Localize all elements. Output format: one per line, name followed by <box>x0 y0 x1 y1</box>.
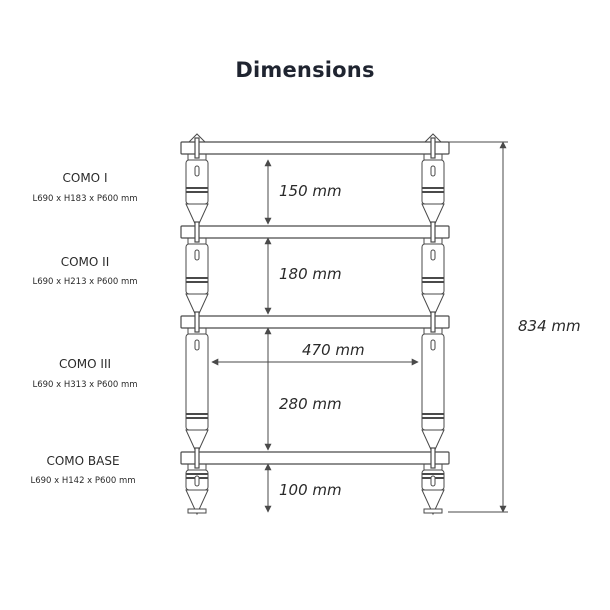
label-gap-3: 280 mm <box>279 395 342 413</box>
post-slot-left <box>194 339 200 351</box>
shelf-through-rod <box>194 221 200 243</box>
label-inner-width: 470 mm <box>302 341 365 359</box>
shelf-through-rod <box>194 447 200 469</box>
shelf-boards <box>180 137 450 469</box>
label-gap-2: 180 mm <box>279 265 342 283</box>
post-spike-left <box>185 293 209 320</box>
post-slot-left <box>194 249 200 261</box>
shelf-label-como-base: COMO BASE <box>46 454 120 468</box>
post-slot-right <box>430 475 436 487</box>
shelf-through-rod <box>430 221 436 243</box>
label-gap-base: 100 mm <box>279 481 342 499</box>
shelf-label-como-ii: COMO II <box>60 255 110 269</box>
shelf-label-como-i: COMO I <box>62 171 108 185</box>
post-spike-right <box>421 203 445 230</box>
post-slot-right <box>430 339 436 351</box>
shelf-board-4 <box>180 451 450 465</box>
post-floor-pad-left <box>187 508 207 514</box>
shelf-dims-como-iii: L690 x H313 x P600 mm <box>32 380 138 390</box>
post-floor-pad-right <box>423 508 443 514</box>
shelf-dims-como-i: L690 x H183 x P600 mm <box>32 194 138 204</box>
post-spike-right <box>421 489 445 516</box>
page-title: Dimensions <box>235 58 375 82</box>
shelf-through-rod <box>430 311 436 333</box>
post-spike-right <box>421 293 445 320</box>
post-slot-right <box>430 165 436 177</box>
shelf-through-rod <box>194 137 200 159</box>
dimension-lines <box>211 141 508 513</box>
post-spike-left <box>185 203 209 230</box>
shelf-dims-como-base: L690 x H142 x P600 mm <box>30 476 136 486</box>
post-spike-left <box>185 489 209 516</box>
shelf-dims-como-ii: L690 x H213 x P600 mm <box>32 277 138 287</box>
label-total-height: 834 mm <box>518 317 581 335</box>
post-spike-right <box>421 429 445 456</box>
post-slot-right <box>430 249 436 261</box>
label-gap-1: 150 mm <box>279 182 342 200</box>
shelf-through-rod <box>430 447 436 469</box>
post-slot-left <box>194 475 200 487</box>
post-slot-left <box>194 165 200 177</box>
post-spike-left <box>185 429 209 456</box>
shelf-through-rod <box>430 137 436 159</box>
shelf-board-3 <box>180 315 450 329</box>
shelf-label-como-iii: COMO III <box>58 357 112 371</box>
shelf-board-1 <box>180 141 450 155</box>
shelf-board-2 <box>180 225 450 239</box>
shelf-through-rod <box>194 311 200 333</box>
